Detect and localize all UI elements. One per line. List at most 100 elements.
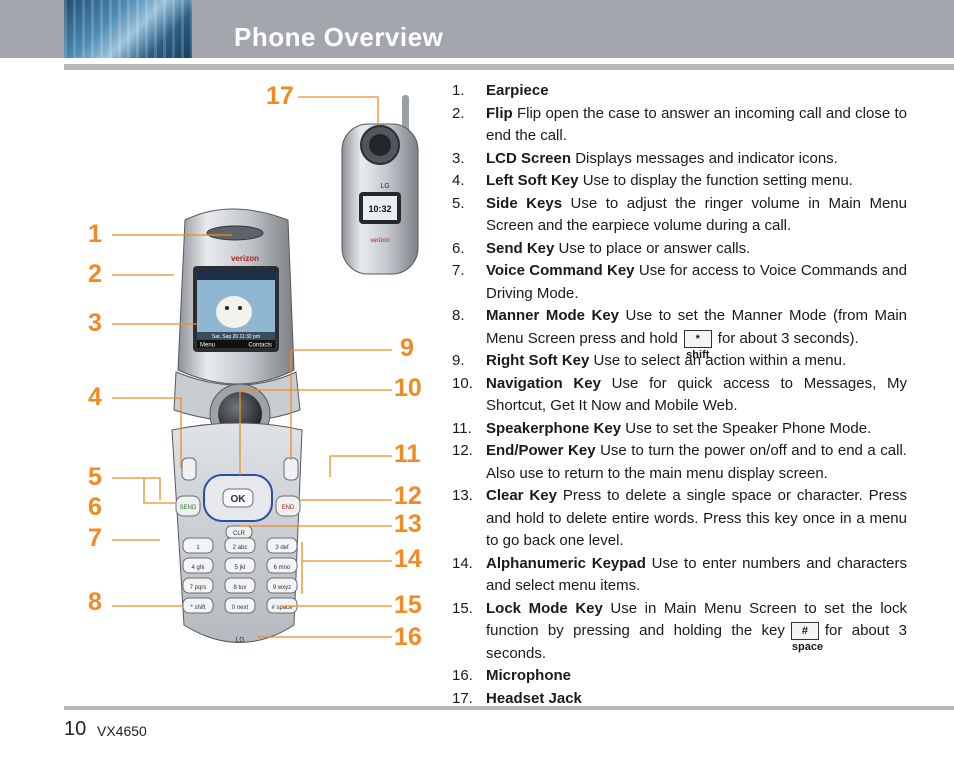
item-description: Use in Main Menu Screen to set the lock … [486,599,907,640]
screen-status-text: Sat, Sep 20 11:32 pm [212,334,260,340]
item-number: 4. [452,172,465,189]
page-number: 10 [64,718,87,740]
item-term: Send Key [486,239,555,257]
feature-item: 8.Manner Mode Key Use to set the Manner … [452,305,907,361]
item-number: 16. [452,667,473,684]
feature-item: 16. Microphone [452,665,907,688]
item-description: Use to adjust the ringer volume in Main … [486,194,907,235]
header-photo [64,0,192,58]
keypad-key-label: 7 pqrs [190,585,207,591]
footer-divider [64,706,954,710]
item-number: 5. [452,194,465,212]
item-term: Lock Mode Key [486,599,603,617]
item-term: Microphone [486,667,571,684]
item-number: 9. [452,352,465,369]
callout-3: 3 [88,309,102,337]
item-number: 3. [452,149,465,167]
keypad-key-label: * shift [190,605,205,611]
item-term: LCD Screen [486,149,572,167]
item-term: Alphanumeric Keypad [486,554,646,572]
item-number: 13. [452,487,473,504]
item-number: 15. [452,599,473,617]
item-description: Use to select an action within a menu. [593,352,847,369]
model-name: VX4650 [97,723,147,739]
feature-item: 15. Lock Mode Key Use in Main Menu Screen… [452,598,907,666]
open-phone-logo: LG [235,637,244,644]
item-description: Use to enter numbers and characters and … [486,554,907,595]
item-description: Use to place or answer calls. [558,239,751,257]
keypad-key-label: 4 ghi [191,565,204,571]
callout-8: 8 [88,588,102,616]
keypad-key [182,537,214,554]
keypad-key [224,577,256,594]
item-number: 17. [452,689,473,707]
keypad-key-label: 8 tuv [233,585,246,591]
item-term: Earpiece [486,82,549,99]
callout-17: 17 [266,82,294,110]
item-term: Voice Command Key [486,262,635,279]
item-description: Flip open the case to answer an incoming… [486,104,908,145]
item-term: Speakerphone Key [486,419,622,437]
callout-4: 4 [88,383,102,411]
feature-item: 9. Right Soft Key Use to select an action… [452,350,907,373]
page-title: Phone Overview [234,22,444,52]
keypad-key-label: 3 def [275,545,289,551]
feature-item: 2. Flip Flip open the case to answer an i… [452,103,907,148]
item-number: 8. [452,307,465,324]
keypad-key-label: 2 abc [233,545,248,551]
keypad-key-label: 9 wxyz [273,585,291,591]
callout-12: 12 [394,482,422,510]
keypad-key-label: 5 jkl [235,565,246,571]
end-key-label: END [282,505,295,511]
item-term: Flip [486,104,513,122]
feature-item: 3. LCD Screen Displays messages and indic… [452,148,907,171]
closed-phone-clock: 10:32 [368,204,391,214]
screen-softkey-right: Contacts [248,343,272,349]
callout-6: 6 [88,493,102,521]
item-description: Use to display the function setting menu… [582,172,853,189]
item-description: Displays messages and indicator icons. [575,149,838,167]
feature-item: 12.End/Power Key Use to turn the power o… [452,440,907,485]
item-number: 6. [452,239,465,257]
feature-item: 5.Side Keys Use to adjust the ringer vol… [452,193,907,238]
item-term: Headset Jack [486,689,582,707]
callout-10: 10 [394,374,422,402]
item-number: 12. [452,442,473,459]
item-number: 14. [452,554,473,572]
phone-figure: 10:32 LG verizon Sat, Sep 20 11:32 pm Me… [80,80,440,680]
header-divider [64,64,954,70]
item-term: Left Soft Key [486,172,579,189]
keypad-key [182,557,214,574]
open-phone-brand: verizon [231,254,259,263]
feature-item: 10.Navigation Key Use for quick access t… [452,373,907,418]
item-number: 1. [452,82,465,99]
keypad-key-label: 0 next [232,605,249,611]
callout-15: 15 [394,591,422,619]
closed-phone-logo: LG [380,183,389,190]
item-number: 10. [452,374,473,392]
feature-item: 17. Headset Jack [452,688,907,711]
item-term: Right Soft Key [486,352,590,369]
callout-5: 5 [88,463,102,491]
keypad-key-label: 1 [196,545,200,551]
item-description: Use for access to Voice Commands and Dri… [486,262,907,302]
item-number: 2. [452,104,465,122]
item-description-end: for about 3 seconds. [486,622,907,662]
keypad-key [224,537,256,554]
callout-2: 2 [88,260,102,288]
screen-softkey-left: Menu [200,343,215,349]
keypad-key [266,577,298,594]
item-number: 7. [452,262,465,279]
item-description: Press to delete a single space or charac… [486,487,907,549]
feature-item: 11.Speakerphone Key Use to set the Speak… [452,418,907,441]
item-description: Use to set the Speaker Phone Mode. [625,419,872,437]
keypad-key [182,577,214,594]
feature-item: 6. Send Key Use to place or answer calls. [452,238,907,261]
callout-14: 14 [394,545,422,573]
item-term: Clear Key [486,487,557,504]
item-term: End/Power Key [486,442,596,459]
item-description-end: for about 3 seconds). [717,329,859,347]
feature-item: 4. Left Soft Key Use to display the funct… [452,170,907,193]
callout-16: 16 [394,623,422,651]
